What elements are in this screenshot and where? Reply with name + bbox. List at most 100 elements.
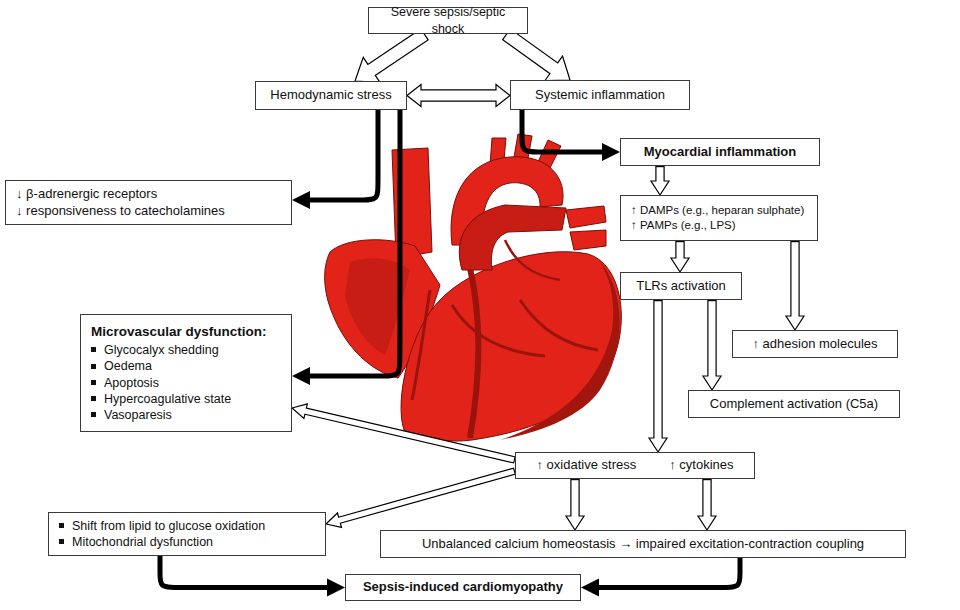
box-text: Hemodynamic stress — [270, 87, 391, 104]
box-text: ↑ DAMPs (e.g., heparan sulphate) — [631, 203, 804, 218]
flow-arrow — [649, 300, 667, 452]
process-box: Unbalanced calcium homeostasis → impaire… — [380, 530, 906, 558]
box-text: ↓ β-adrenergic receptors — [16, 186, 157, 203]
flow-arrow — [698, 479, 716, 530]
ventricles — [401, 252, 621, 441]
bullet-item: Apoptosis — [91, 375, 159, 391]
process-box: Microvascular dysfunction:Glycocalyx she… — [80, 314, 292, 432]
flow-arrow — [651, 166, 669, 195]
process-box: Myocardial inflammation — [620, 138, 820, 166]
flow-arrow — [581, 558, 740, 597]
arrow-fill — [704, 480, 711, 518]
arrow-outline — [420, 89, 497, 101]
arrow-head — [602, 143, 620, 161]
arrow-fill — [572, 480, 579, 518]
box-text: Systemic inflammation — [535, 87, 665, 104]
arrow-head — [671, 258, 689, 272]
process-box: ↓ β-adrenergic receptors↓ responsiveness… — [5, 180, 292, 225]
arrow-fill — [792, 242, 799, 318]
box-text: TLRs activation — [636, 278, 726, 295]
arrow-outline — [506, 34, 555, 69]
box-text: ↑ oxidative stress — [536, 457, 636, 474]
box-heading: Microvascular dysfunction: — [91, 323, 267, 341]
arrow-head — [292, 367, 310, 385]
process-box: Sepsis-induced cardiomyopathy — [345, 574, 581, 601]
arrow-head — [698, 516, 716, 530]
arrow-outline — [371, 34, 425, 70]
arrow-fill — [370, 35, 424, 71]
arrow-outline — [339, 471, 515, 520]
process-box: ↑ oxidative stress ↑ cytokines — [515, 452, 755, 479]
flow-arrow — [292, 404, 515, 460]
box-text: ↓ responsiveness to catecholamines — [16, 203, 225, 220]
arrow-head — [649, 438, 667, 452]
arrow-fill — [338, 471, 514, 520]
arrow-head — [581, 579, 599, 597]
arrow-shaft — [160, 556, 328, 588]
flow-arrow — [671, 241, 689, 272]
box-text: Unbalanced calcium homeostasis → impaire… — [422, 536, 864, 553]
flow-arrow — [566, 479, 584, 530]
coronary-vessel — [505, 240, 560, 280]
box-text: Severe sepsis/septic shock — [373, 4, 523, 37]
arrow-fill — [304, 411, 514, 460]
connector-layer — [160, 34, 804, 597]
box-text: Complement activation (C5a) — [710, 396, 878, 413]
box-text: ↑ cytokines — [669, 457, 733, 474]
arrow-fill — [655, 301, 662, 440]
coronary-vessel — [412, 290, 430, 400]
process-box: TLRs activation — [620, 272, 742, 300]
arrow-fill — [419, 91, 498, 101]
process-box: Complement activation (C5a) — [688, 390, 900, 418]
bullet-item: Hypercoagulative state — [91, 391, 231, 407]
arrow-fill — [677, 242, 684, 260]
arrow-fill — [507, 35, 555, 70]
flow-arrow — [407, 85, 510, 107]
arrow-outline — [790, 241, 799, 317]
arrow-shaft — [598, 558, 740, 588]
process-box: Severe sepsis/septic shock — [368, 7, 528, 34]
bullet-item: Mitochondrial dysfunction — [59, 534, 213, 550]
bullet-item: Shift from lipid to glucose oxidation — [59, 518, 265, 534]
bullet-item: Glycocalyx shedding — [91, 342, 219, 358]
arrow-shaft — [522, 110, 603, 152]
arrow-outline — [675, 241, 684, 259]
arrow-head — [703, 376, 721, 390]
arrow-head — [496, 85, 510, 107]
box-text: Sepsis-induced cardiomyopathy — [363, 579, 563, 596]
process-box: ↑ DAMPs (e.g., heparan sulphate)↑ PAMPs … — [620, 195, 818, 241]
arrow-outline — [305, 411, 515, 460]
pulmonary-trunk — [459, 205, 566, 270]
coronary-vessel — [520, 300, 598, 350]
box-text: Myocardial inflammation — [644, 144, 796, 161]
process-box: Shift from lipid to glucose oxidationMit… — [48, 512, 326, 556]
flow-arrow — [506, 34, 570, 81]
arrow-head — [292, 191, 310, 209]
flow-arrow — [355, 34, 425, 82]
pulmonary-vein — [566, 206, 606, 228]
flow-arrow — [522, 110, 620, 161]
arrow-outline — [653, 300, 662, 439]
flow-arrow — [326, 471, 515, 527]
process-box: Systemic inflammation — [510, 80, 690, 110]
flow-arrow — [292, 110, 378, 209]
box-text: ↑ PAMPs (e.g., LPS) — [631, 218, 736, 233]
pulmonary-vein — [570, 230, 606, 250]
arrow-head — [786, 316, 804, 330]
arrow-shaft — [309, 110, 378, 200]
bullet-item: Oedema — [91, 358, 152, 374]
arrow-fill — [657, 167, 664, 183]
arrow-head — [566, 516, 584, 530]
arrow-outline — [707, 300, 716, 377]
flow-arrow — [786, 241, 804, 330]
arrow-shaft — [309, 110, 400, 376]
heart-illustration — [325, 134, 622, 441]
process-box: ↑ adhesion molecules — [732, 330, 898, 358]
process-box: Hemodynamic stress — [255, 81, 407, 110]
box-text: ↑ adhesion molecules — [752, 336, 877, 353]
arrow-outline — [655, 166, 664, 182]
arrow-head — [327, 579, 345, 597]
arrow-outline — [702, 479, 711, 517]
